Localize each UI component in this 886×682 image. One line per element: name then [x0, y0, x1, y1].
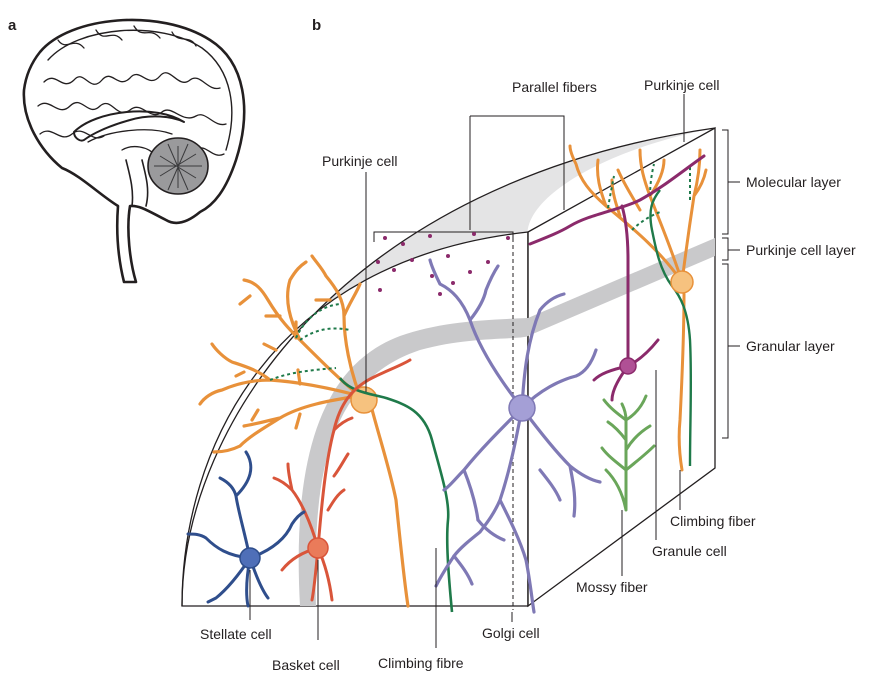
label-mossy-fiber: Mossy fiber [576, 579, 648, 595]
label-purkinje-cell-top: Purkinje cell [644, 77, 719, 93]
label-stellate-cell: Stellate cell [200, 626, 272, 642]
label-purkinje-cell-layer: Purkinje cell layer [746, 242, 856, 258]
label-basket-cell: Basket cell [272, 657, 340, 673]
purkinje-soma-side [671, 271, 693, 293]
stellate-soma [240, 548, 260, 568]
granule-soma [620, 358, 636, 374]
label-purkinje-cell-left: Purkinje cell [322, 153, 397, 169]
label-golgi-cell: Golgi cell [482, 625, 540, 641]
layer-brackets [722, 130, 740, 438]
basket-soma [308, 538, 328, 558]
label-granular-layer: Granular layer [746, 338, 835, 354]
brain-sagittal-illustration [24, 20, 244, 282]
label-climbing-fibre: Climbing fibre [378, 655, 464, 671]
golgi-soma [509, 395, 535, 421]
panel-a-label: a [8, 17, 17, 34]
cerebellum-highlight [148, 138, 208, 194]
label-climbing-fiber: Climbing fiber [670, 513, 756, 529]
label-granule-cell: Granule cell [652, 543, 727, 559]
label-molecular-layer: Molecular layer [746, 174, 841, 190]
label-parallel-fibers: Parallel fibers [512, 79, 597, 95]
panel-b-label: b [312, 17, 321, 34]
